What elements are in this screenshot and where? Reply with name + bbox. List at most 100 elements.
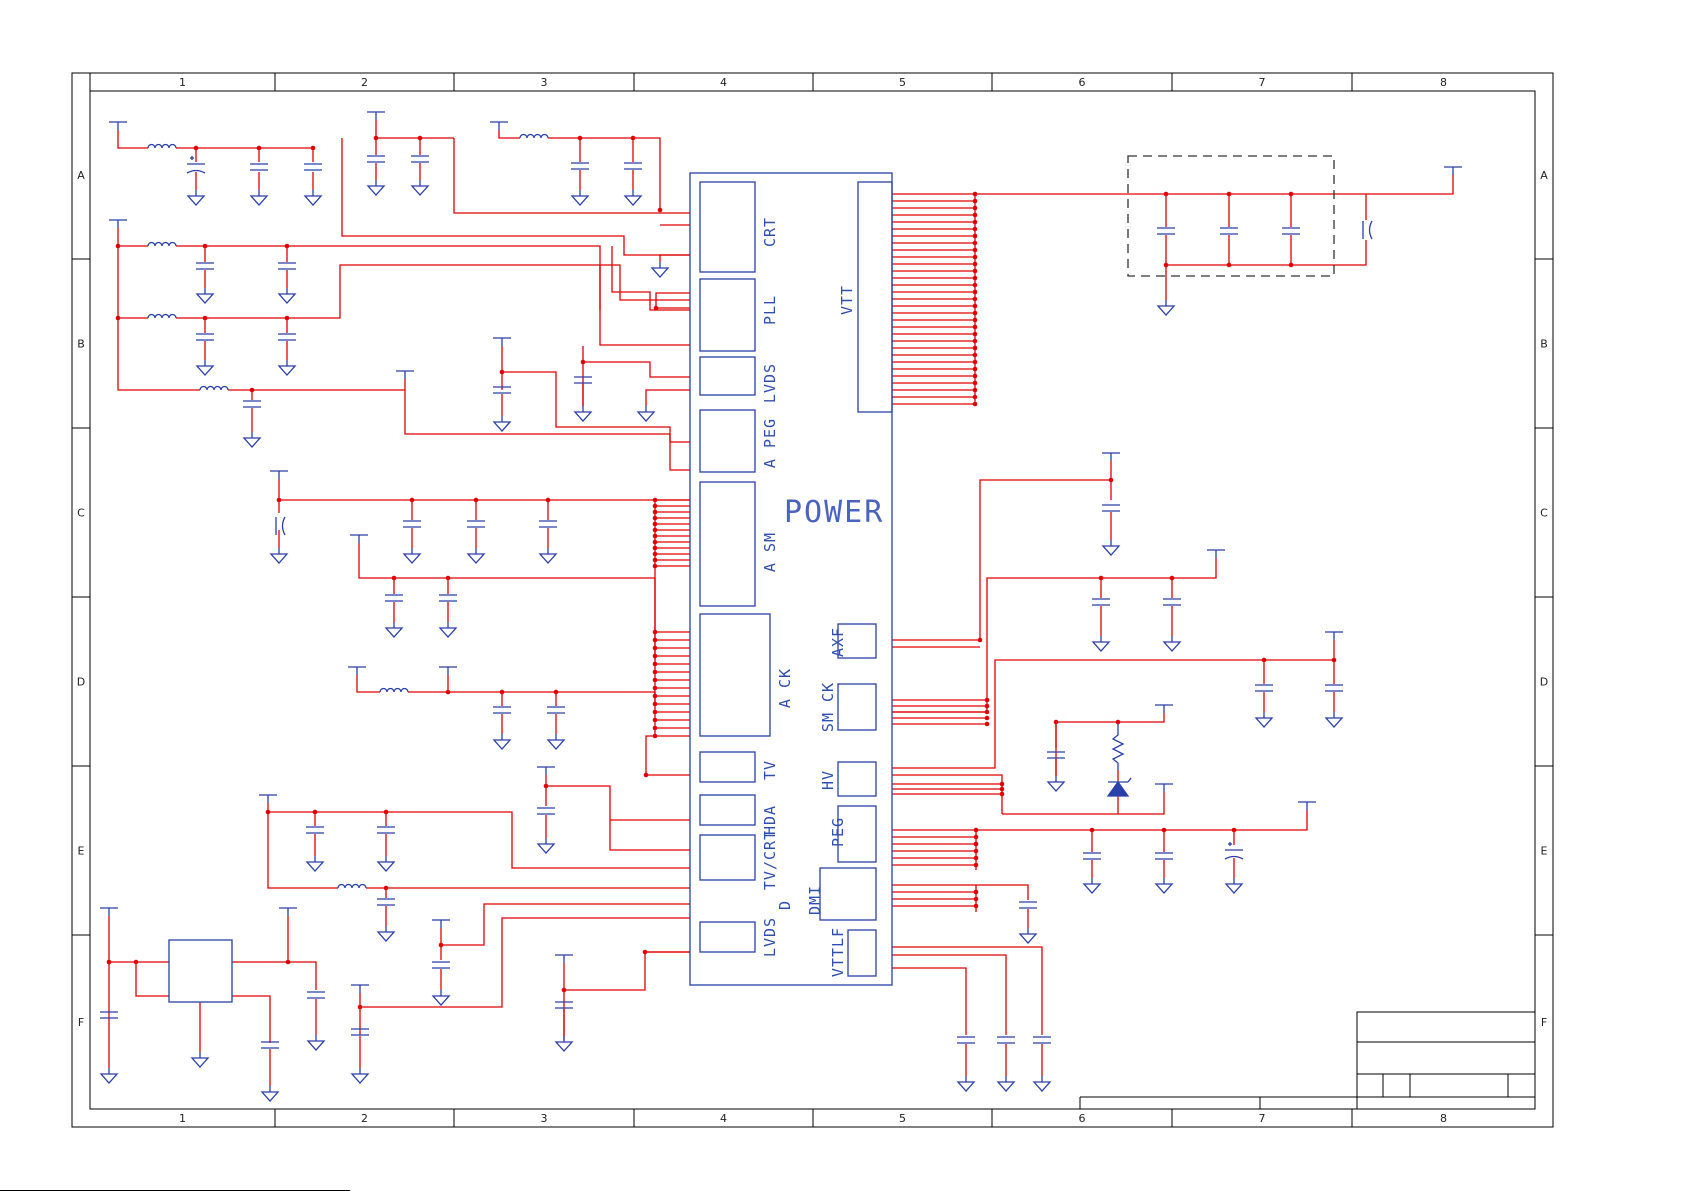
junction-dot [973,227,978,232]
junction-dot [973,381,978,386]
ground-icon [433,990,449,1005]
junction-dot [973,311,978,316]
capacitor-icon [243,401,261,407]
ic-left-block-label: TV [761,760,779,780]
power-rail-icon [100,908,118,916]
junction-dot [973,346,978,351]
junction-dot [116,244,121,249]
junction-dot [653,734,658,739]
capacitor-icon [467,521,485,527]
ground-icon [494,734,510,749]
ground-icon [468,548,484,563]
capacitor-icon [1282,228,1300,234]
ground-icon [1093,636,1109,651]
ic-right-block-label: AXF [829,627,847,657]
junction-dot [410,498,415,503]
junction-dot [1164,263,1169,268]
power-rail-icon [1155,784,1173,792]
row-label-left: C [77,507,85,520]
capacitor-icon [1092,599,1110,605]
junction-dot [1289,263,1294,268]
ground-icon [638,406,654,421]
capacitor-icon [377,827,395,833]
junction-dot [203,244,208,249]
junction-dot [973,325,978,330]
ic-right-block-label: HV [819,770,837,790]
junction-dot [973,206,978,211]
capacitor-icon [250,164,268,170]
junction-dot [973,276,978,281]
column-markers-bottom: 12345678 [179,1109,1447,1127]
power-rail-icon [351,985,369,993]
power-rail-icon [259,795,277,803]
ground-icon [556,1036,572,1051]
wire [136,962,169,996]
ground-icon [1103,540,1119,555]
junction-dot [653,630,658,635]
wires [109,120,1453,1086]
wire [583,362,690,377]
ground-icon [352,1068,368,1083]
capacitor-icon [403,521,421,527]
wire [646,390,690,406]
junction-dot [985,710,990,715]
junction-dot [974,863,979,868]
ground-icon [386,622,402,637]
junction-dot [973,402,978,407]
zener-diode-icon [1108,778,1131,796]
junction-dot [439,943,444,948]
ic-right-block-label: DMI [806,885,824,915]
capacitor-icon [957,1037,975,1043]
junction-dot [1227,263,1232,268]
ground-icon [197,288,213,303]
ic-left-block-label: A CK [776,668,794,708]
inductor-icon [148,145,176,148]
junction-dot [384,810,389,815]
junction-dot [313,810,318,815]
row-label-right: B [1540,338,1548,351]
junction-dot [653,638,658,643]
capacitor-icon [306,827,324,833]
ground-icon [271,548,287,563]
junction-dot [1000,787,1005,792]
junction-dot [392,576,397,581]
junction-dot [544,784,549,789]
junction-dot [250,388,255,393]
ground-icon [404,548,420,563]
capacitor-icon [571,163,589,169]
column-label-bottom: 8 [1440,1112,1447,1125]
junction-dot [653,646,658,651]
ground-icon [192,1052,208,1067]
junction-dot [631,136,636,141]
polarized-capacitor-icon [1363,221,1372,239]
ground-icon [1020,928,1036,943]
wire [892,968,966,1035]
power-rail-icon [1325,632,1343,640]
row-label-right: A [1540,169,1548,182]
junction-dot [658,208,663,213]
junction-dot [554,690,559,695]
ground-icon [188,190,204,205]
ground-icon [101,1068,117,1083]
ic-right-block-labels: VTTAXFSM CKHVPEGDMIVTTLF [806,285,856,977]
column-label-top: 1 [179,76,186,89]
junction-dot [973,262,978,267]
ic-title: POWER [784,495,884,530]
junction-dot [311,146,316,151]
column-label-bottom: 2 [361,1112,368,1125]
row-markers-left: ABCDEF [72,169,90,1029]
junction-dot [277,498,282,503]
power-rail-icon [1298,802,1316,810]
capacitor-icon [1033,1037,1051,1043]
power-rail-icon [1102,453,1120,461]
ground-icon [262,1086,278,1101]
junction-dot [1170,576,1175,581]
ic-left-block-label: TV/CRT [761,830,779,890]
junction-dot [974,890,979,895]
resistor-icon [1113,722,1123,770]
junction-dot [1262,658,1267,663]
junction-dot [418,136,423,141]
row-label-right: F [1541,1016,1547,1029]
